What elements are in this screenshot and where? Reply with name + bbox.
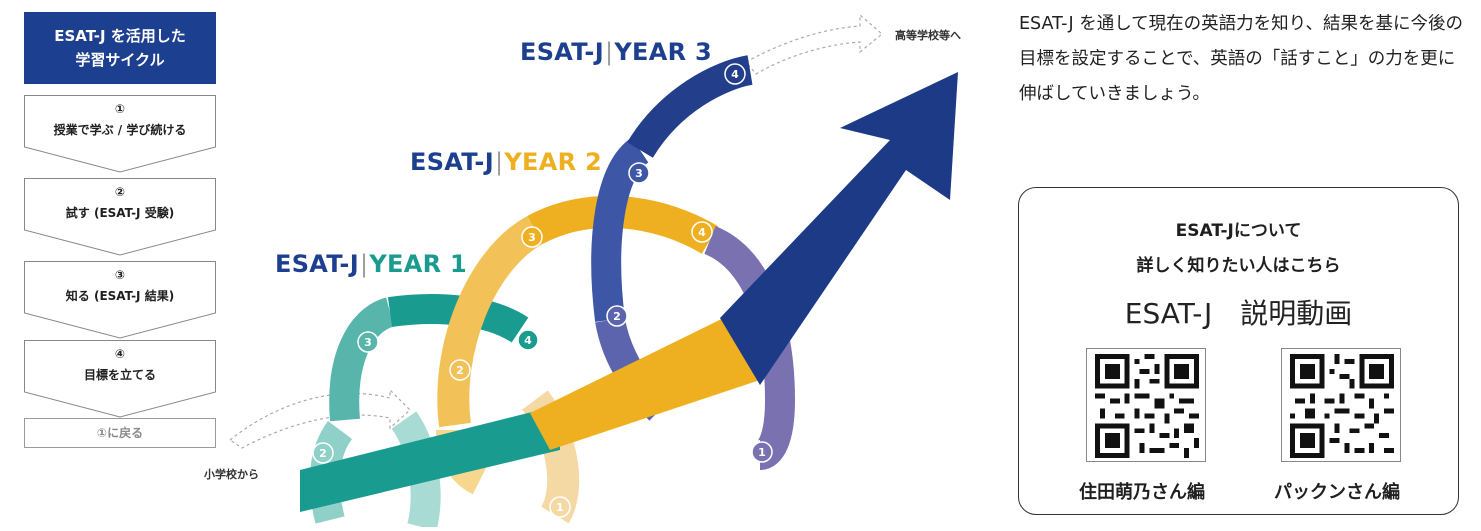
numbered-circle-icon: 1	[751, 441, 773, 463]
marker-four: 4	[524, 334, 532, 347]
flow-step-label: 目標を立てる	[83, 368, 156, 382]
numbered-circle-icon: 2	[449, 359, 471, 381]
numbered-circle-icon: 3	[521, 226, 543, 248]
flow-step-number: ④	[114, 347, 126, 361]
flow-header-line2: 学習サイクル	[75, 51, 165, 69]
qr-code-left[interactable]	[1086, 348, 1206, 462]
spiral-graphic: 3 4 2 3 4 2 1	[228, 13, 958, 531]
info-box: ESAT-Jについて 詳しく知りたい人はこちら ESAT-J 説明動画	[1018, 187, 1459, 515]
qr-code-right[interactable]	[1281, 348, 1401, 462]
video-label: ESAT-J 説明動画	[1124, 297, 1353, 330]
marker-three: 3	[528, 231, 536, 244]
marker-four: 4	[731, 68, 739, 81]
marker-one: 1	[556, 501, 564, 514]
qr-left-caption: 住田萌乃さん編	[1079, 482, 1205, 503]
qr-code-icon	[1095, 354, 1199, 458]
marker-four: 4	[698, 226, 706, 239]
dotted-arrow-icon	[745, 13, 883, 75]
intro-text: ESAT-J を通して現在の英語力を知り、結果を基に今後の目標を設定することで、…	[1019, 14, 1463, 104]
year1-label: ESAT-J|YEAR 1	[275, 250, 468, 278]
marker-two: 2	[456, 364, 464, 377]
flow-header: ESAT-J を活用した 学習サイクル	[24, 12, 216, 84]
flow-step-3: ③ 知る (ESAT-J 結果)	[24, 261, 216, 339]
flow-step-number: ③	[114, 268, 126, 282]
dotted-arrow-icon	[228, 388, 411, 449]
numbered-circle-icon: 2	[606, 305, 628, 327]
numbered-circle-icon: 4	[691, 221, 713, 243]
step-markers: 3 4 2 3 4 2 1	[312, 63, 773, 518]
info-title-line1: ESAT-Jについて	[1175, 221, 1302, 241]
year3-label: ESAT-J|YEAR 3	[520, 38, 713, 66]
flow-step-number: ②	[114, 185, 126, 199]
marker-three: 3	[635, 167, 643, 180]
learning-cycle-flow: ESAT-J を活用した 学習サイクル ① 授業で学ぶ / 学び続ける ② 試す…	[24, 12, 216, 448]
numbered-circle-icon: 4	[517, 329, 539, 351]
flow-step-1: ① 授業で学ぶ / 学び続ける	[24, 95, 216, 173]
chevron-box-icon	[24, 178, 216, 256]
chevron-box-icon	[24, 95, 216, 173]
flow-step-label: 授業で学ぶ / 学び続ける	[53, 123, 187, 137]
marker-three: 3	[364, 336, 372, 349]
flow-header-line1: ESAT-J を活用した	[54, 27, 186, 45]
numbered-circle-icon: 3	[357, 331, 379, 353]
flow-step-label: 知る (ESAT-J 結果)	[65, 289, 175, 303]
end-label: 高等学校等へ	[895, 29, 961, 42]
numbered-circle-icon: 3	[628, 162, 650, 184]
qr-code-icon	[1290, 354, 1394, 458]
qr-right-caption: パックンさん編	[1274, 482, 1400, 503]
flow-step-4: ④ 目標を立てる	[24, 340, 216, 418]
numbered-circle-icon: 2	[312, 442, 334, 464]
marker-two: 2	[613, 310, 621, 323]
start-label: 小学校から	[204, 468, 259, 481]
chevron-box-icon	[24, 261, 216, 339]
numbered-circle-icon: 1	[549, 496, 571, 518]
info-title-line2: 詳しく知りたい人はこちら	[1136, 256, 1341, 276]
growth-arrow	[300, 72, 958, 512]
marker-two: 2	[319, 447, 327, 460]
chevron-box-icon	[24, 340, 216, 418]
numbered-circle-icon: 4	[724, 63, 746, 85]
back-to-step-1: ①に戻る	[24, 418, 216, 448]
marker-one: 1	[758, 446, 766, 459]
year2-label: ESAT-J|YEAR 2	[410, 148, 603, 176]
flow-step-number: ①	[114, 102, 126, 116]
flow-step-label: 試す (ESAT-J 受験)	[65, 206, 175, 220]
flow-step-2: ② 試す (ESAT-J 受験)	[24, 178, 216, 256]
spiral-diagram: 3 4 2 3 4 2 1	[190, 0, 990, 531]
